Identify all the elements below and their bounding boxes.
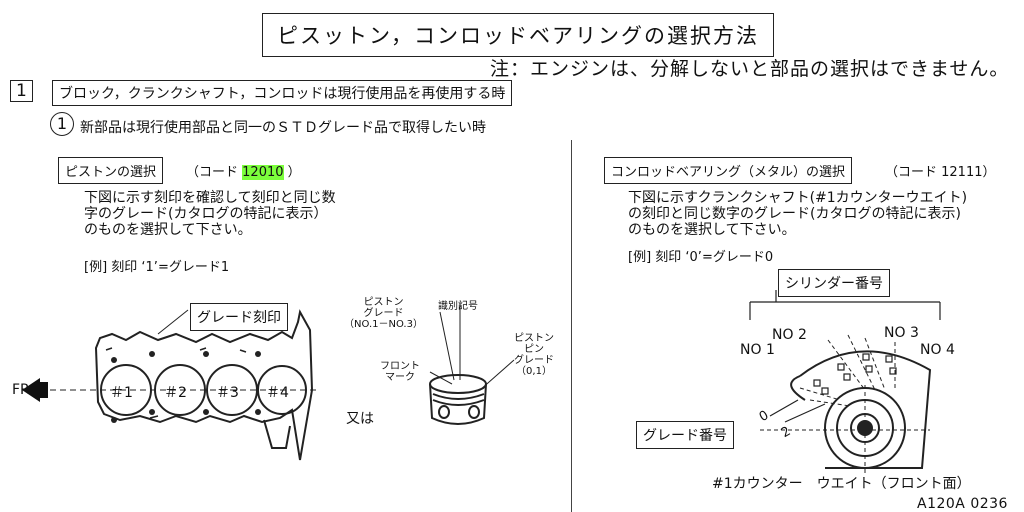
piston-code-prefix: （コード (186, 165, 239, 180)
piston-diagram (429, 304, 515, 425)
cyl-label-2: ＃2 (164, 385, 187, 401)
callout-front-mark-line1: フロント (380, 361, 420, 372)
or-label: 又は (346, 411, 374, 427)
callout-piston-grade-line3: （NO.1－NO.3） (344, 319, 423, 330)
bearing-code: （コード 12111） (885, 165, 996, 180)
no-label-4: NO 4 (920, 342, 955, 358)
cyl-label-1: ＃1 (110, 385, 133, 401)
bearing-description: 下図に示すクランクシャフト(#1カウンターウエイト)の刻印と同じ数字のグレード(… (628, 190, 968, 238)
section-heading: ブロック，クランクシャフト，コンロッドは現行使用品を再使用する時 (52, 80, 513, 106)
disassembly-note: 注：エンジンは、分解しないと部品の選択はできません。 (490, 58, 1010, 80)
counterweight-caption: #1カウンター ウエイト（フロント面） (712, 476, 971, 492)
cyl-label-3: ＃3 (216, 385, 239, 401)
callout-piston-grade-line2: グレード (363, 308, 404, 319)
piston-code-suffix: ） (287, 165, 301, 180)
piston-code-value: 12010 (242, 165, 284, 180)
piston-selection-box: ピストンの選択 (58, 157, 164, 184)
page-title: ピスットン，コンロッドベアリングの選択方法 (262, 13, 774, 57)
piston-code: （コード 12010 ） (186, 161, 301, 180)
piston-description: 下図に示す刻印を確認して刻印と同じ数字のグレード(カタログの特記に表示）のものを… (84, 190, 336, 238)
column-divider (571, 140, 572, 512)
callout-ident-mark: 識別記号 (438, 301, 478, 312)
fr-label: FR (12, 382, 30, 398)
no-label-1: NO 1 (740, 342, 775, 358)
callout-pin-grade-line4: （0,1） (516, 366, 552, 377)
no-label-2: NO 2 (772, 327, 807, 343)
callout-front-mark-line2: マーク (385, 372, 415, 383)
callout-pin-grade-line3: グレード (514, 355, 554, 366)
block-outline (94, 309, 314, 461)
callout-piston-grade-line1: ピストン (363, 297, 404, 308)
no-label-3: NO 3 (884, 325, 919, 341)
piston-example: [例] 刻印 ‘1’=グレード1 (84, 260, 230, 275)
engine-block-diagram (22, 309, 320, 461)
callout-front-mark: フロント マーク (380, 361, 420, 383)
bearing-example: [例] 刻印 ‘0’=グレード0 (628, 250, 774, 265)
crank-counterweight-diagram (749, 290, 941, 475)
bearing-selection-box: コンロッドベアリング（メタル）の選択 (604, 157, 853, 184)
cylinder-number-label: シリンダー番号 (778, 269, 890, 297)
cyl-label-4: ＃4 (266, 385, 289, 401)
callout-pin-grade: ピストン ピン グレード （0,1） (514, 333, 554, 377)
item-circle-number: 1 (50, 112, 74, 136)
grade-number-label: グレード番号 (636, 421, 734, 449)
fr-arrow-icon (22, 378, 48, 402)
callout-piston-grade: ピストン グレード （NO.1－NO.3） (344, 297, 423, 330)
grade-stamp-label: グレード刻印 (190, 303, 288, 331)
item-text: 新部品は現行使用部品と同一のＳＴＤグレード品で取得したい時 (80, 120, 486, 136)
section-number: 1 (10, 80, 33, 102)
callout-pin-grade-line1: ピストン (514, 333, 554, 344)
figure-reference: A120A 0236 (917, 496, 1008, 512)
callout-pin-grade-line2: ピン (524, 344, 544, 355)
